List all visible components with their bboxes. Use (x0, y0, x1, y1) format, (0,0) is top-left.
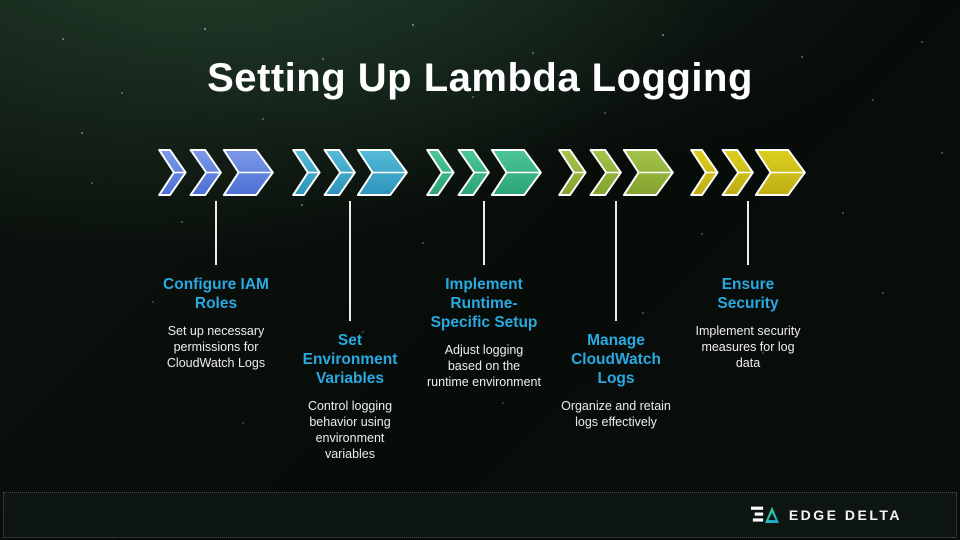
description-line: Implement security (695, 324, 801, 338)
description-line: Control logging (307, 399, 393, 413)
description-line: based on the (447, 359, 521, 373)
step-description: Adjust logging based on the runtime envi… (427, 342, 541, 390)
description-line: CloudWatch Logs (166, 356, 266, 370)
heading-line: Set (337, 332, 363, 349)
heading-line: Runtime- (450, 295, 518, 312)
heading-line: Variables (315, 370, 385, 387)
description-line: permissions for (173, 340, 259, 354)
background-stars (0, 0, 2, 2)
brand-name: EDGE DELTA (788, 507, 902, 523)
edge-delta-logo-icon (750, 506, 779, 523)
description-line: Set up necessary (167, 324, 265, 338)
footer-bar: EDGE DELTA (3, 492, 957, 538)
description-line: environment (315, 431, 385, 445)
step-heading: Set Environment Variables (303, 331, 398, 388)
heading-line: Roles (194, 295, 238, 312)
chevron-arrow-icon (558, 148, 674, 197)
description-line: logs effectively (575, 415, 657, 429)
step-column-5: Ensure Security Implement security measu… (673, 148, 823, 371)
heading-line: Ensure (721, 276, 775, 293)
step-heading: Manage CloudWatch Logs (571, 331, 661, 388)
connector-line (215, 201, 217, 265)
connector-line (615, 201, 617, 321)
slide-title: Setting Up Lambda Logging (207, 56, 753, 100)
step-description: Control logging behavior using environme… (308, 398, 392, 462)
step-column-1: Configure IAM Roles Set up necessary per… (141, 148, 291, 371)
step-column-4: Manage CloudWatch Logs Organize and reta… (541, 148, 691, 430)
heading-line: Specific Setup (430, 314, 538, 331)
connector-line (483, 201, 485, 265)
connector-line (349, 201, 351, 321)
description-line: behavior using (309, 415, 391, 429)
step-heading: Configure IAM Roles (163, 275, 269, 313)
chevron-arrow-icon (158, 148, 274, 197)
heading-line: Manage (587, 332, 645, 349)
heading-line: Security (717, 295, 779, 312)
step-description: Set up necessary permissions for CloudWa… (167, 323, 265, 371)
description-line: Organize and retain (561, 399, 671, 413)
chevron-arrow-icon (690, 148, 806, 197)
heading-line: CloudWatch (571, 351, 661, 368)
step-column-2: Set Environment Variables Control loggin… (275, 148, 425, 462)
description-line: variables (324, 447, 376, 461)
step-heading: Implement Runtime- Specific Setup (431, 275, 538, 332)
heading-line: Implement (445, 276, 523, 293)
description-line: measures for log (701, 340, 795, 354)
description-line: runtime environment (427, 375, 541, 389)
step-description: Implement security measures for log data (696, 323, 801, 371)
description-line: Adjust logging (444, 343, 524, 357)
step-description: Organize and retain logs effectively (561, 398, 671, 430)
heading-line: Configure IAM (163, 276, 269, 293)
step-heading: Ensure Security (717, 275, 778, 313)
step-column-3: Implement Runtime- Specific Setup Adjust… (409, 148, 559, 390)
heading-line: Logs (597, 370, 635, 387)
connector-line (747, 201, 749, 265)
chevron-arrow-icon (292, 148, 408, 197)
heading-line: Environment (302, 351, 398, 368)
edge-delta-logo: EDGE DELTA (750, 493, 902, 537)
description-line: data (735, 356, 761, 370)
chevron-arrow-icon (426, 148, 542, 197)
